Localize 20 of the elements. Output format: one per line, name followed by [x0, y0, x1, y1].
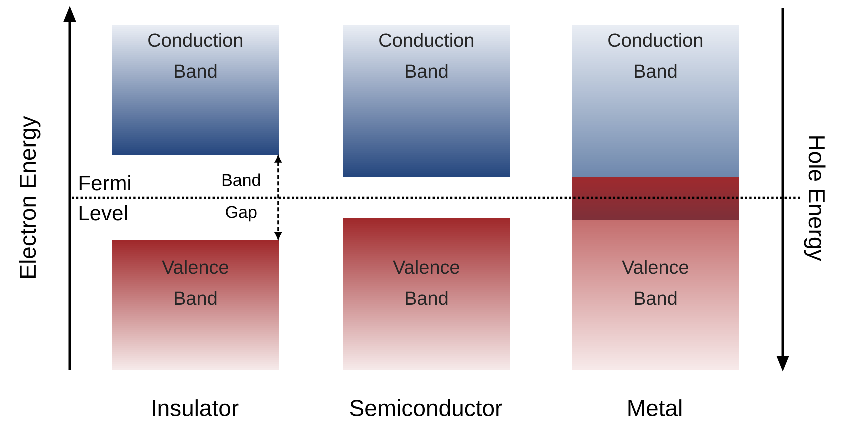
axis-label: Metal: [628, 400, 682, 416]
axis-label: Hole Energy: [804, 136, 826, 262]
node-label: Valence Band: [622, 260, 688, 306]
axis-label: Insulator: [153, 400, 239, 416]
node-label: Valence Band: [393, 260, 460, 306]
node-label: Valence Band: [162, 260, 228, 306]
edge-label: Band Gap: [222, 174, 260, 222]
node-label: Conduction Band: [608, 33, 703, 78]
node-label: Conduction Band: [148, 33, 243, 78]
band-gap-arrow: [275, 156, 282, 240]
axis-label: Semiconductor: [350, 400, 502, 416]
axis-label: Fermi Level: [80, 175, 130, 221]
axis-label: Electron Energy: [19, 116, 41, 278]
energy-band: Conduction Band: [572, 25, 740, 220]
energy-band: Conduction Band: [343, 25, 510, 177]
node-label: Conduction Band: [380, 33, 474, 78]
energy-band: Conduction Band: [112, 25, 279, 155]
energy-band: Valence Band: [572, 220, 740, 370]
energy-band: Valence Band: [343, 218, 510, 370]
energy-band: Valence Band: [112, 240, 279, 370]
